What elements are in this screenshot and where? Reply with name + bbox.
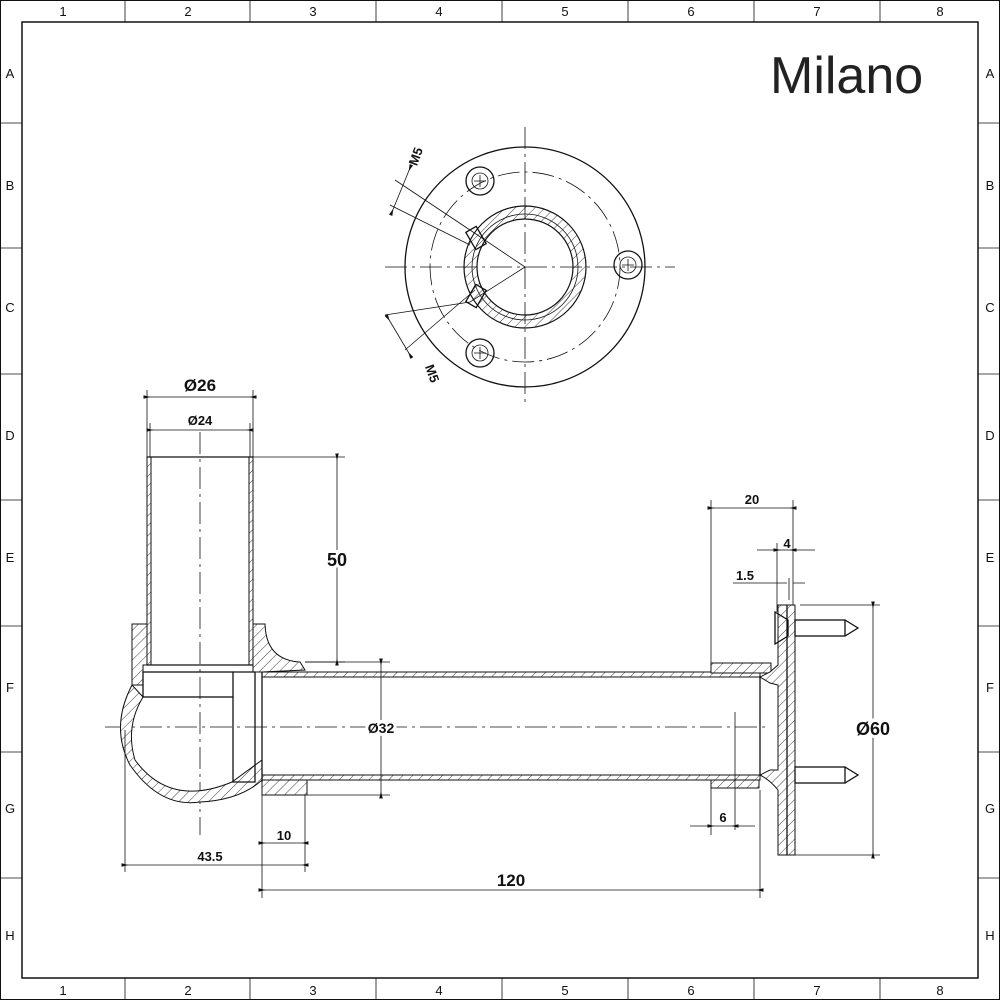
- grid-col-label: 8: [936, 983, 943, 998]
- dim-tube-diameter-32: Ø32: [368, 720, 395, 736]
- grid-col-label: 2: [184, 983, 191, 998]
- dim-inner-diameter-24: Ø24: [188, 413, 213, 428]
- dim-flange-diameter-60: Ø60: [856, 719, 890, 739]
- grid-col-label: 3: [309, 4, 316, 19]
- grid-row-label: C: [985, 300, 994, 315]
- grid-row-label: H: [5, 928, 14, 943]
- grid-col-label: 7: [813, 4, 820, 19]
- screw: [774, 610, 860, 646]
- m5-label-upper: M5: [406, 145, 426, 167]
- grid-row-label: G: [5, 801, 15, 816]
- grid-col-label: 8: [936, 4, 943, 19]
- top-view-flange: M5 M5: [384, 127, 675, 407]
- grid-row-label: B: [6, 178, 15, 193]
- screw: [794, 766, 860, 784]
- grid-col-label: 4: [435, 983, 442, 998]
- dim-width-1-5: 1.5: [736, 568, 754, 583]
- grid-row-label: A: [986, 66, 995, 81]
- grid-col-label: 6: [687, 4, 694, 19]
- grid-row-label: F: [986, 680, 994, 695]
- dim-height-50: 50: [327, 550, 347, 570]
- grid-row-label: D: [985, 428, 994, 443]
- dim-width-10: 10: [277, 828, 291, 843]
- dim-width-6: 6: [719, 810, 726, 825]
- grid-col-label: 1: [59, 4, 66, 19]
- grid-row-label: D: [5, 428, 14, 443]
- grid-row-label: E: [986, 550, 995, 565]
- screw-hole: [465, 338, 495, 368]
- side-view-assembly: Ø26 Ø24 50 Ø32 43.5 10 120 20 4 1.5 6 Ø6…: [105, 376, 893, 898]
- grid-row-label: F: [6, 680, 14, 695]
- grid-col-label: 7: [813, 983, 820, 998]
- grid-col-label: 6: [687, 983, 694, 998]
- grid-row-label: A: [6, 66, 15, 81]
- dim-length-120: 120: [497, 871, 525, 890]
- grid-col-label: 5: [561, 4, 568, 19]
- grid-row-label: G: [985, 801, 995, 816]
- grid-row-label: B: [986, 178, 995, 193]
- dim-outer-diameter-26: Ø26: [184, 376, 216, 395]
- grid-row-label: C: [5, 300, 14, 315]
- grid-row-label: H: [985, 928, 994, 943]
- m5-label-lower: M5: [422, 362, 442, 384]
- brand-logo: Milano: [770, 47, 923, 105]
- grid-col-label: 2: [184, 4, 191, 19]
- screw-hole: [465, 166, 495, 196]
- grid-col-label: 3: [309, 983, 316, 998]
- grid-col-label: 5: [561, 983, 568, 998]
- dim-width-4: 4: [783, 536, 791, 551]
- grid-row-label: E: [6, 550, 15, 565]
- dim-width-43-5: 43.5: [197, 849, 222, 864]
- screw-hole: [613, 250, 643, 280]
- grid-col-label: 1: [59, 983, 66, 998]
- grid-col-label: 4: [435, 4, 442, 19]
- dim-width-20: 20: [745, 492, 759, 507]
